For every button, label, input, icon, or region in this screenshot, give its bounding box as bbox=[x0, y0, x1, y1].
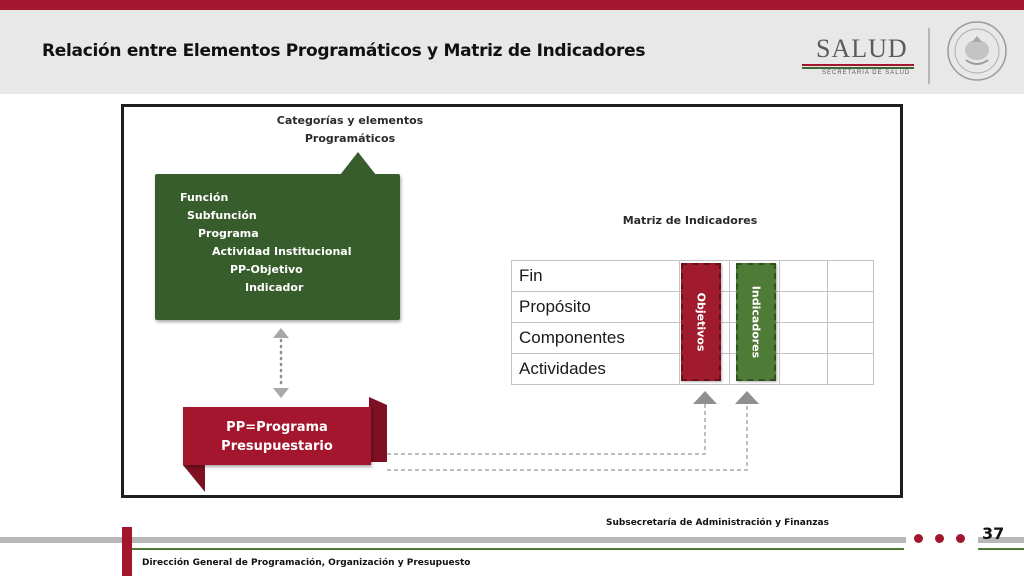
ellipsis-dot-icon bbox=[935, 534, 944, 543]
page-title: Relación entre Elementos Programáticos y… bbox=[42, 41, 646, 61]
objetivos-label: Objetivos bbox=[694, 292, 708, 352]
page-number: 37 bbox=[982, 524, 1005, 543]
matrix-row-label: Actividades bbox=[511, 353, 680, 385]
ellipsis-dot-icon bbox=[956, 534, 965, 543]
dashed-connector-indicadores bbox=[387, 391, 759, 471]
dashed-connector-objetivos bbox=[387, 391, 717, 455]
matrix-row-label: Fin bbox=[511, 260, 680, 292]
indicadores-column: Indicadores bbox=[736, 263, 776, 381]
objetivos-column: Objetivos bbox=[681, 263, 721, 381]
matriz-title: Matriz de Indicadores bbox=[622, 214, 758, 227]
programmatic-elements-box bbox=[155, 174, 400, 320]
top-accent-strip bbox=[0, 0, 1024, 10]
ellipsis-dot-icon bbox=[914, 534, 923, 543]
categories-title-line2: Programáticos bbox=[304, 132, 396, 145]
logo-subtitle: SECRETARÍA DE SALUD bbox=[822, 70, 911, 76]
pp-line2: Presupuestario bbox=[221, 439, 333, 454]
categories-title-line1: Categorías y elementos bbox=[276, 114, 424, 127]
footer-green-line-right bbox=[978, 548, 1024, 550]
footer-direccion: Dirección General de Programación, Organ… bbox=[142, 558, 471, 568]
salud-logo: SALUD SECRETARÍA DE SALUD bbox=[800, 30, 918, 80]
logo-red-line bbox=[802, 64, 914, 66]
hierarchy-actividad-institucional: Actividad Institucional bbox=[212, 245, 352, 258]
indicadores-label: Indicadores bbox=[749, 285, 763, 359]
logo-green-line bbox=[802, 67, 914, 69]
matrix-row-label: Componentes bbox=[511, 322, 680, 354]
footer-red-bar bbox=[122, 527, 132, 576]
hierarchy-funcion: Función bbox=[180, 191, 229, 204]
pp-line1: PP=Programa bbox=[226, 420, 328, 435]
callout-pointer bbox=[340, 152, 376, 175]
pp-ribbon-fold bbox=[183, 397, 387, 492]
pp-text: PP=Programa Presupuestario bbox=[183, 418, 371, 456]
footer-green-line bbox=[132, 548, 904, 550]
hierarchy-pp-objetivo: PP-Objetivo bbox=[230, 263, 303, 276]
header-band bbox=[0, 10, 1024, 94]
hierarchy-programa: Programa bbox=[198, 227, 259, 240]
hierarchy-subfuncion: Subfunción bbox=[187, 209, 257, 222]
footer-gray-line bbox=[0, 537, 906, 543]
hierarchy-indicador: Indicador bbox=[245, 281, 304, 294]
header-separator bbox=[928, 28, 930, 84]
categories-title: Categorías y elementos Programáticos bbox=[250, 112, 450, 148]
matrix-row-label: Propósito bbox=[511, 291, 680, 323]
programa-presupuestario-box: PP=Programa Presupuestario bbox=[183, 407, 371, 465]
footer-subsecretaria: Subsecretaría de Administración y Finanz… bbox=[606, 518, 829, 528]
footer-gray-line-right bbox=[978, 537, 1024, 543]
logo-word: SALUD bbox=[816, 34, 908, 63]
double-arrow-icon bbox=[273, 328, 289, 398]
national-seal-icon bbox=[947, 21, 1007, 81]
